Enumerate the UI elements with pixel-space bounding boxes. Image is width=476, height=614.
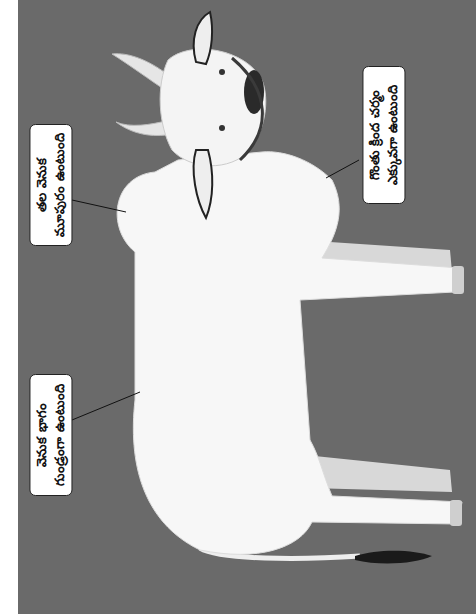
cow-ear	[194, 150, 213, 218]
cow-ear	[194, 12, 212, 64]
leader-line	[72, 200, 126, 212]
hoof	[450, 500, 462, 526]
leader-line	[326, 160, 359, 178]
hoof	[452, 266, 464, 294]
cow-head	[160, 49, 266, 166]
callout-box: వెనుక భాగం గుండ్రంగా ఉంటుంది	[29, 374, 72, 496]
tail-switch	[355, 551, 432, 564]
callout-text: తల వెనుక మూపురం ఉంటుంది	[33, 131, 68, 239]
callout-box: తల వెనుక మూపురం ఉంటుంది	[29, 124, 72, 246]
callout-text: వెనుక భాగం గుండ్రంగా ఉంటుంది	[33, 381, 68, 489]
cow-eye	[219, 125, 225, 131]
cow-eye	[219, 69, 225, 75]
cow-collar	[232, 58, 262, 160]
cow-body	[117, 152, 462, 555]
background-panel	[18, 0, 476, 614]
callout-box: గొంతు క్రింద చర్మం ఎక్కువగా ఉంటుంది	[362, 66, 405, 204]
leader-line	[72, 392, 140, 420]
callout-text: గొంతు క్రింద చర్మం ఎక్కువగా ఉంటుంది	[366, 73, 401, 197]
